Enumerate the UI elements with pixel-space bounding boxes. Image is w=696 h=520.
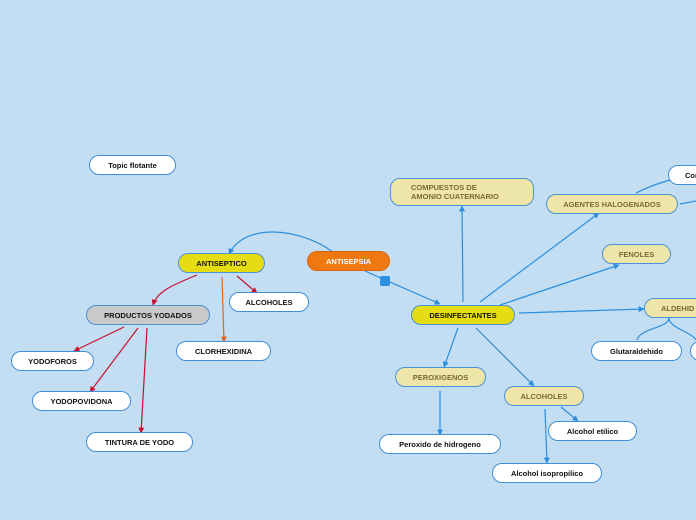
connector-desinf-aldehidos xyxy=(518,306,645,314)
compuestos-clorados-node[interactable]: Com xyxy=(668,165,696,185)
compuestos-amonio-node[interactable]: COMPUESTOS DE AMONIO CUATERNARIO xyxy=(390,178,534,206)
compuestos-line-1: COMPUESTOS DE xyxy=(411,183,477,192)
compuestos-label: COMPUESTOS DE AMONIO CUATERNARIO xyxy=(411,183,499,201)
tintura-de-yodo-node[interactable]: TINTURA DE YODO xyxy=(86,432,193,452)
desinfectantes-node[interactable]: DESINFECTANTES xyxy=(411,305,515,325)
agentes-halogenados-node[interactable]: AGENTES HALOGENADOS xyxy=(546,194,678,214)
aldehidos-node[interactable]: ALDEHID xyxy=(644,298,696,318)
connector-desinf-agentes xyxy=(479,212,600,303)
connector-aldehidos-glutaraldehido xyxy=(636,317,670,341)
glutaraldehido-node[interactable]: Glutaraldehido xyxy=(591,341,682,361)
connector-desinf-peroxigenos xyxy=(443,327,459,368)
connector-alcoholes-isopropilico xyxy=(543,408,550,464)
connector-aldehidos-right xyxy=(668,317,696,341)
antisepsia-node[interactable]: ANTISEPSIA xyxy=(307,251,390,271)
connector-antisepsia-antiseptico xyxy=(228,231,334,255)
connector-productos-yodopovidona xyxy=(89,327,139,393)
compuestos-line-2: AMONIO CUATERNARIO xyxy=(411,192,499,201)
collapse-handle-icon[interactable] xyxy=(380,276,390,286)
alcohol-etilico-node[interactable]: Alcohol etilico xyxy=(548,421,637,441)
peroxido-de-hidrogeno-node[interactable]: Peroxido de hidrogeno xyxy=(379,434,501,454)
clorhexidina-node[interactable]: CLORHEXIDINA xyxy=(176,341,271,361)
fenoles-node[interactable]: FENOLES xyxy=(602,244,671,264)
yodoforos-node[interactable]: YODOFOROS xyxy=(11,351,94,371)
connector-antiseptico-productos xyxy=(151,274,198,306)
peroxigenos-node[interactable]: PEROXIGENOS xyxy=(395,367,486,387)
connector-antiseptico-alcoholes xyxy=(236,275,258,294)
connector-desinf-fenoles xyxy=(499,263,620,306)
connector-alcoholes-etilico xyxy=(560,406,579,422)
connector-agentes-right xyxy=(679,200,696,205)
antiseptico-node[interactable]: ANTISEPTICO xyxy=(178,253,265,273)
connector-productos-tintura xyxy=(138,327,148,434)
alcohol-isopropilico-node[interactable]: Alcohol isopropilico xyxy=(492,463,602,483)
connector-desinf-compuestos xyxy=(459,205,466,303)
connector-desinf-alcoholes xyxy=(475,327,535,387)
productos-yodados-node[interactable]: PRODUCTOS YODADOS xyxy=(86,305,210,325)
connector-productos-yodoforos xyxy=(73,326,125,352)
connector-antiseptico-clorhexidina xyxy=(220,276,227,343)
alcoholes-desinfectantes-node[interactable]: ALCOHOLES xyxy=(504,386,584,406)
floating-topic[interactable]: Topic flotante xyxy=(89,155,176,175)
connector-antisepsia-desinfectantes xyxy=(364,270,441,305)
connector-agentes-compuestos-clorados xyxy=(635,179,671,194)
yodopovidona-node[interactable]: YODOPOVIDONA xyxy=(32,391,131,411)
alcoholes-antiseptico-node[interactable]: ALCOHOLES xyxy=(229,292,309,312)
